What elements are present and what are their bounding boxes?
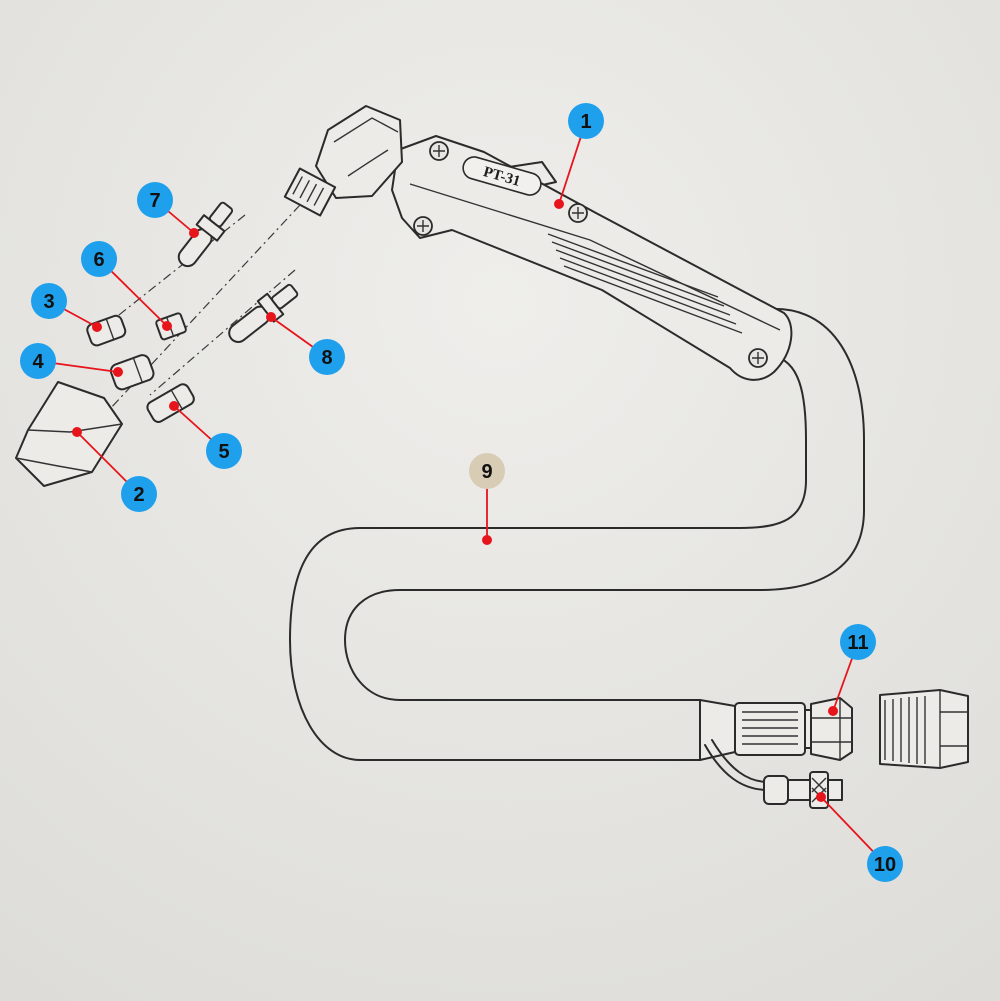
marker-6: 6 (81, 241, 117, 277)
svg-text:5: 5 (218, 441, 229, 463)
marker-10: 10 (867, 846, 903, 882)
svg-text:9: 9 (481, 461, 492, 483)
torch-head (283, 105, 403, 217)
assembly-axes (94, 204, 301, 426)
marker-1: 1 (568, 103, 604, 139)
shield-cup (15, 381, 123, 487)
svg-text:1: 1 (580, 111, 591, 133)
torch-cable (289, 307, 865, 761)
svg-text:8: 8 (321, 347, 332, 369)
cable-grip (734, 702, 806, 756)
svg-text:11: 11 (847, 632, 868, 654)
svg-text:6: 6 (93, 249, 104, 271)
svg-text:3: 3 (43, 291, 54, 313)
svg-text:7: 7 (149, 190, 160, 212)
electrode-lower (228, 283, 299, 343)
svg-text:4: 4 (32, 351, 44, 373)
swirl-ring (109, 354, 155, 391)
marker-9: 9 (469, 453, 505, 489)
callout-badges: 1 2 3 4 5 6 7 8 (20, 103, 903, 882)
marker-7: 7 (137, 182, 173, 218)
marker-5: 5 (206, 433, 242, 469)
svg-text:10: 10 (874, 854, 896, 876)
marker-3: 3 (31, 283, 67, 319)
pilot-arc-connector (763, 771, 843, 809)
marker-8: 8 (309, 339, 345, 375)
electrode-upper (177, 201, 234, 268)
torch-model-label: PT-31 (462, 156, 542, 196)
marker-11: 11 (840, 624, 876, 660)
handle-screws (413, 141, 768, 368)
torch-handle: PT-31 (391, 135, 793, 381)
svg-text:2: 2 (133, 484, 144, 506)
cable-end-fittings (699, 689, 969, 809)
marker-4: 4 (20, 343, 56, 379)
marker-2: 2 (121, 476, 157, 512)
